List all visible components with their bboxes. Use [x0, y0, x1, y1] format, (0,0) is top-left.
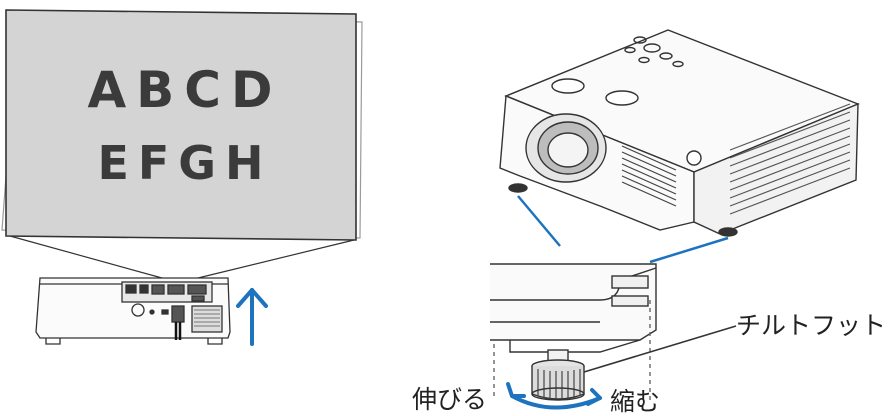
up-arrow-icon — [236, 288, 268, 346]
tilt-foot-zoom — [490, 263, 657, 401]
projection-beam — [9, 235, 355, 279]
projection-screen: ABCD EFGH — [1, 9, 363, 241]
projector-rear-view — [35, 277, 231, 345]
rotate-arrow-icon — [506, 382, 602, 410]
tilt-foot-pointer — [583, 325, 737, 373]
label-tilt-foot: チルトフット — [736, 311, 886, 340]
label-extend: 伸びる — [412, 385, 487, 414]
projector-large — [499, 29, 860, 237]
screen-text-row2: EFGH — [97, 136, 272, 190]
screen-text-row1: ABCD — [87, 61, 282, 119]
label-shorten: 縮む — [610, 387, 660, 416]
zoom-callout-lines — [517, 195, 729, 264]
